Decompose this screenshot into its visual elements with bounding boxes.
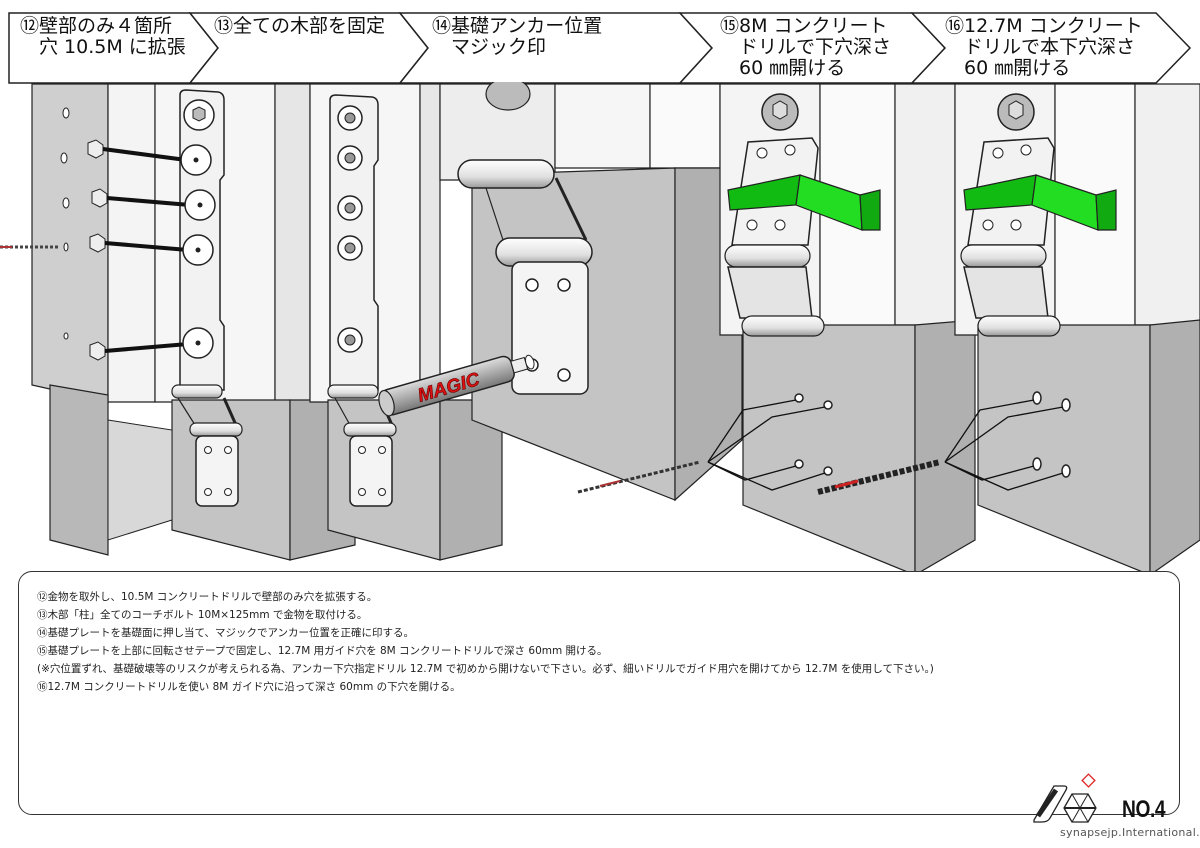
step-label-16: ⑯12.7M コンクリート ドリルで本下穴深さ 60 ㎜開ける [945,15,1143,79]
step-chevron-16 [910,12,1192,84]
anchor-holes-15 [707,393,833,491]
concrete-foundation-15 [742,319,976,572]
note-step-14: ⑭基礎プレートを基礎面に押し当て、マジックでアンカー位置を正確に印する。 [37,627,415,639]
drill-guide-16 [963,174,1117,231]
instructions-box: ⑫金物を取外し、10.5M コンクリートドリルで壁部のみ穴を拡張する。 ⑬木部「… [18,571,1180,815]
note-step-16: ⑯12.7M コンクリートドリルを使い 8M ガイド穴に沿って深さ 60mm の… [37,681,461,693]
note-step-15: ⑮基礎プレートを上部に回転させテープで固定し、12.7M 用ガイド穴を 8M コ… [37,645,608,657]
drill-bit-8mm [577,460,701,494]
page-number: NO.4 [1122,796,1166,823]
website-url: synapsejp.International.com [1060,826,1200,839]
concrete-foundation-16 [977,319,1200,572]
logo-hexagon-icon [1063,793,1097,823]
logo-diamond-icon [1081,773,1096,788]
step-label-15: ⑮8M コンクリート ドリルで下穴深さ 60 ㎜開ける [720,15,892,79]
note-step-12: ⑫金物を取外し、10.5M コンクリートドリルで壁部のみ穴を拡張する。 [37,591,378,603]
wood-post-12 [154,83,311,403]
logo-escalator-icon [1033,785,1068,823]
base-plate-12 [171,384,243,507]
installation-illustration: MAGIC [0,82,1200,572]
anchor-holes-16 [944,391,1071,491]
step-label-12: ⑫壁部のみ４箇所 穴 10.5M に拡張 [20,15,186,58]
wood-post-14 [439,82,721,181]
coach-bolts-12 [87,139,216,361]
company-logo [1033,773,1097,823]
note-step-13: ⑬木部「柱」全てのコーチボルト 10M×125mm で金物を取付ける。 [37,609,368,621]
note-step-15-caution: (※穴位置ずれ、基礎破壊等のリスクが考えられる為、アンカー下穴指定ドリル 12.… [37,663,934,675]
drill-guide-15 [727,174,881,231]
post-bracket-13 [329,94,379,391]
wall-block [31,83,156,556]
steps-header [8,12,1192,84]
drill-bit-12-7mm [817,459,941,495]
step-label-13: ⑬全ての木部を固定 [214,15,386,37]
step-label-14: ⑭基礎アンカー位置 マジック印 [432,15,603,58]
